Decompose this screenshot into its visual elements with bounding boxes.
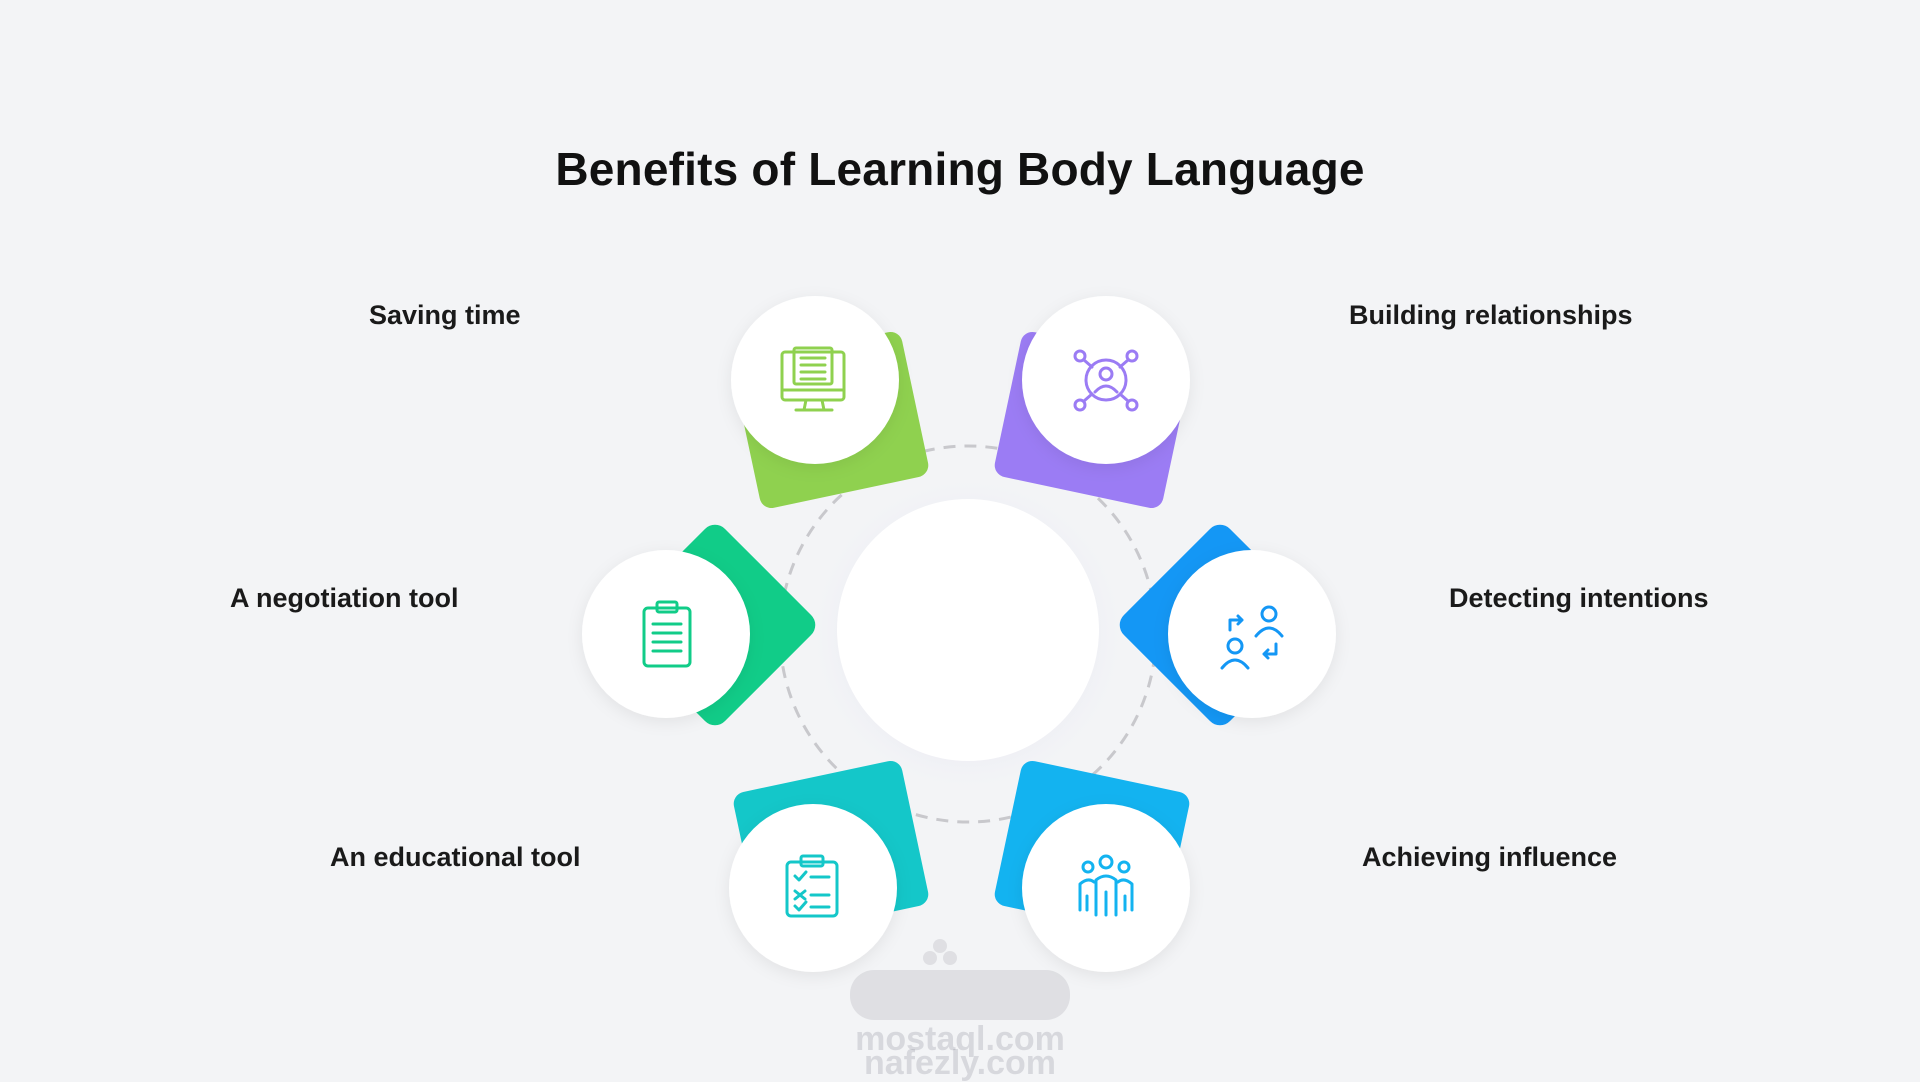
node-negotiation-tool — [582, 524, 816, 726]
watermark-text-2: nafezly.com — [863, 1044, 1057, 1082]
node-saving-time — [731, 296, 929, 509]
clipboard-icon — [642, 600, 692, 668]
label-detecting-intentions: Detecting intentions — [1449, 583, 1709, 613]
achieving-influence-circle — [1022, 804, 1190, 972]
computer-screen-icon — [780, 346, 846, 412]
label-achieving-influence: Achieving influence — [1362, 842, 1618, 872]
node-building-relationships — [994, 296, 1190, 509]
node-achieving-influence — [994, 760, 1190, 972]
center-circle — [837, 499, 1099, 761]
node-detecting-intentions — [1119, 524, 1336, 726]
label-building-relationships: Building relationships — [1349, 300, 1633, 330]
people-exchange-icon — [1220, 605, 1284, 670]
label-educational-tool: An educational tool — [330, 842, 581, 872]
watermark-text-1: mostaql.com — [855, 1020, 1065, 1058]
network-people-icon — [1073, 349, 1139, 412]
detecting-intentions-circle — [1168, 550, 1336, 718]
watermark-logo — [850, 939, 1070, 1020]
group-people-icon — [1078, 854, 1134, 917]
label-saving-time: Saving time — [369, 300, 521, 330]
page-title: Benefits of Learning Body Language — [555, 143, 1365, 195]
label-negotiation-tool: A negotiation tool — [230, 583, 459, 613]
checklist-icon — [785, 854, 839, 918]
educational-tool-circle — [729, 804, 897, 972]
node-educational-tool — [729, 760, 929, 972]
